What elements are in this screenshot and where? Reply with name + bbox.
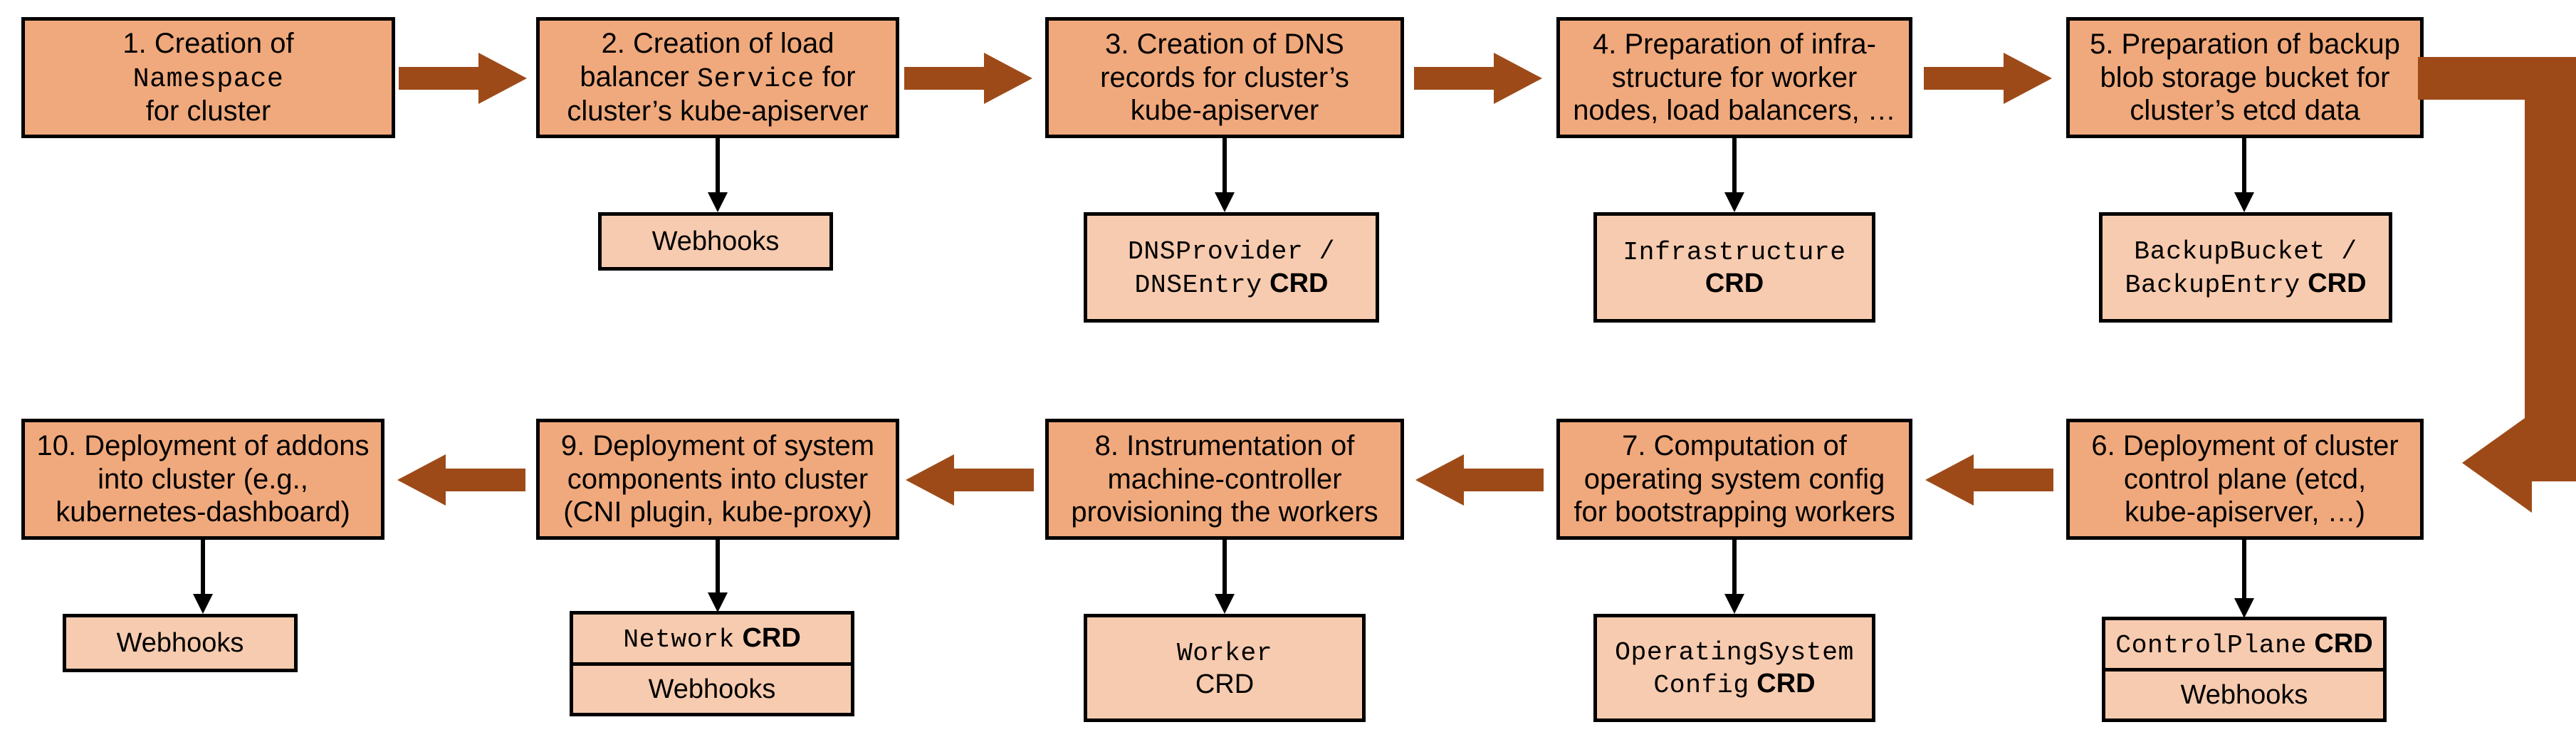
step-box-7[interactable]: 7. Computation of operating system confi… (1556, 419, 1912, 540)
sub-2-line-1: Webhooks (651, 226, 780, 256)
step-5-line-1: 5. Preparation of backup (2090, 28, 2400, 61)
sub-cell-osc-crd: OperatingSystem Config CRD (1597, 617, 1872, 719)
step-8-line-2: machine-controller (1107, 463, 1342, 495)
sub-box-step-5[interactable]: BackupBucket / BackupEntry CRD (2099, 212, 2392, 323)
sub-box-step-7[interactable]: OperatingSystem Config CRD (1593, 614, 1875, 722)
step-9-line-2: components into cluster (567, 463, 869, 495)
step-box-1[interactable]: 1. Creation of Namespace for cluster (21, 17, 395, 138)
sub-cell-webhooks-10: Webhooks (66, 617, 294, 669)
step-8-line-3: provisioning the workers (1071, 496, 1378, 528)
step-5-line-3: cluster’s etcd data (2130, 95, 2360, 127)
flow-arrow-8-to-9 (906, 454, 1034, 506)
step-10-line-3: kubernetes-dashboard) (56, 496, 350, 528)
step-3-line-2: records for cluster’s (1100, 61, 1349, 93)
connector-step-2-to-sub (706, 138, 729, 212)
step-1-line-3: for cluster (145, 95, 271, 127)
sub-7-line-1: OperatingSystem (1615, 637, 1854, 667)
sub-box-step-6[interactable]: ControlPlane CRD Webhooks (2102, 617, 2387, 722)
step-2-line-3: cluster’s kube-apiserver (567, 95, 869, 127)
sub-cell-dns-crd: DNSProvider / DNSEntry CRD (1087, 216, 1376, 319)
step-6-line-1: 6. Deployment of cluster (2091, 430, 2399, 462)
step-10-line-1: 10. Deployment of addons (36, 430, 370, 462)
step-6-line-3: kube-apiserver, …) (2125, 496, 2365, 528)
step-box-2[interactable]: 2. Creation of load balancer Service for… (536, 17, 899, 138)
sub-box-step-3[interactable]: DNSProvider / DNSEntry CRD (1084, 212, 1379, 323)
step-box-6[interactable]: 6. Deployment of cluster control plane (… (2066, 419, 2424, 540)
step-9-line-1: 9. Deployment of system (560, 430, 875, 462)
step-10-line-2: into cluster (e.g., (98, 463, 308, 495)
sub-7-line-2: Config CRD (1653, 669, 1816, 700)
sub-box-step-2[interactable]: Webhooks (598, 212, 833, 271)
step-4-line-1: 4. Preparation of infra- (1593, 28, 1876, 61)
step-box-3[interactable]: 3. Creation of DNS records for cluster’s… (1045, 17, 1404, 138)
flow-arrow-9-to-10 (397, 454, 525, 506)
connector-step-6-to-sub (2233, 540, 2256, 618)
step-5-line-2: blob storage bucket for (2100, 61, 2390, 93)
sub-cell-network-crd: Network CRD (573, 615, 851, 663)
sub-cell-webhooks-9: Webhooks (573, 662, 851, 713)
step-3-line-1: 3. Creation of DNS (1105, 28, 1344, 61)
sub-8-line-1: Worker (1176, 638, 1273, 668)
step-1-line-1: 1. Creation of (122, 28, 294, 60)
sub-5-line-2: BackupEntry CRD (2125, 268, 2367, 300)
flow-arrow-5-to-6-wrap (2418, 57, 2576, 513)
step-box-10[interactable]: 10. Deployment of addons into cluster (e… (21, 419, 384, 540)
sub-6-line-1: ControlPlane CRD (2115, 628, 2373, 660)
flow-arrow-4-to-5 (1924, 53, 2052, 104)
sub-5-line-1: BackupBucket / (2134, 237, 2357, 267)
step-box-8[interactable]: 8. Instrumentation of machine-controller… (1045, 419, 1404, 540)
step-2-line-2: balancer Service for (580, 61, 856, 95)
step-9-line-3: (CNI plugin, kube-proxy) (563, 496, 872, 528)
sub-9-line-1: Network CRD (623, 622, 801, 654)
step-8-line-1: 8. Instrumentation of (1094, 430, 1355, 462)
flow-arrow-3-to-4 (1414, 53, 1542, 104)
sub-box-step-8[interactable]: Worker CRD (1084, 614, 1366, 722)
sub-10-line-1: Webhooks (116, 627, 244, 658)
sub-6-line-2: Webhooks (2180, 679, 2308, 710)
step-box-4[interactable]: 4. Preparation of infra- structure for w… (1556, 17, 1912, 138)
sub-3-line-2: DNSEntry CRD (1134, 268, 1329, 300)
sub-cell-infrastructure-crd: Infrastructure CRD (1597, 216, 1872, 319)
sub-4-line-1: Infrastructure (1623, 238, 1846, 268)
step-7-line-1: 7. Computation of (1622, 430, 1847, 462)
connector-step-4-to-sub (1723, 138, 1746, 212)
step-6-line-2: control plane (etcd, (2123, 463, 2367, 495)
sub-9-line-2: Webhooks (648, 674, 776, 704)
step-4-line-2: structure for worker (1611, 61, 1858, 93)
connector-step-9-to-sub (706, 540, 729, 612)
connector-step-8-to-sub (1213, 540, 1236, 614)
connector-step-5-to-sub (2233, 138, 2256, 212)
sub-cell-worker-crd: Worker CRD (1087, 617, 1362, 719)
sub-cell-webhooks-2: Webhooks (602, 216, 829, 267)
sub-box-step-4[interactable]: Infrastructure CRD (1593, 212, 1875, 323)
sub-8-line-2: CRD (1195, 669, 1255, 699)
sub-cell-controlplane-crd: ControlPlane CRD (2105, 620, 2383, 669)
step-2-line-1: 2. Creation of load (601, 28, 834, 60)
sub-box-step-10[interactable]: Webhooks (63, 614, 298, 672)
connector-step-3-to-sub (1213, 138, 1236, 212)
sub-3-line-1: DNSProvider / (1127, 237, 1335, 267)
step-4-line-3: nodes, load balancers, … (1573, 95, 1896, 127)
step-box-9[interactable]: 9. Deployment of system components into … (536, 419, 899, 540)
step-1-line-2: Namespace (132, 63, 284, 95)
sub-cell-backupbucket-crd: BackupBucket / BackupEntry CRD (2103, 216, 2389, 319)
step-box-5[interactable]: 5. Preparation of backup blob storage bu… (2066, 17, 2424, 138)
step-3-line-3: kube-apiserver (1130, 95, 1319, 127)
flow-arrow-2-to-3 (904, 53, 1032, 104)
connector-step-10-to-sub (192, 540, 214, 614)
connector-step-7-to-sub (1723, 540, 1746, 614)
sub-4-line-2: CRD (1705, 268, 1764, 299)
flow-arrow-6-to-7 (1925, 454, 2053, 506)
flow-arrow-1-to-2 (399, 53, 527, 104)
sub-cell-webhooks-6: Webhooks (2105, 668, 2383, 719)
sub-box-step-9[interactable]: Network CRD Webhooks (570, 611, 854, 716)
flow-arrow-7-to-8 (1415, 454, 1544, 506)
step-7-line-2: operating system config (1583, 463, 1885, 495)
step-7-line-3: for bootstrapping workers (1574, 496, 1895, 528)
